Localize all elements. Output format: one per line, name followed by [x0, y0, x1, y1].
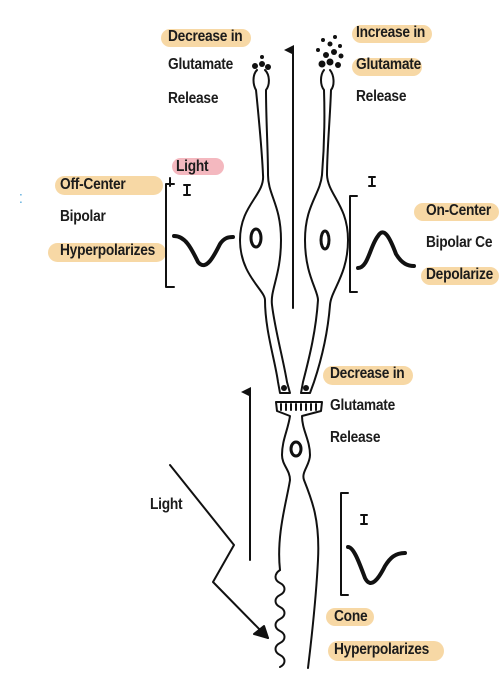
off-center-label-line-1: Off-Center	[60, 172, 125, 198]
middle-right-label-line-1: Decrease in	[330, 361, 404, 387]
top-left-label-line-1: Decrease in	[168, 24, 242, 50]
cone-bracket	[341, 493, 348, 595]
on-center-label-line-3: Depolarize	[426, 262, 493, 288]
off-center-nucleus	[251, 229, 261, 247]
middle-right-label-line-2: Glutamate	[330, 393, 395, 419]
light-ray	[170, 465, 268, 638]
on-center-response-trace	[358, 232, 414, 268]
on-center-bracket	[350, 196, 357, 292]
off-center-bipolar-cell	[240, 70, 290, 393]
off-center-label-line-3: Hyperpolarizes	[60, 238, 155, 264]
on-center-label-line-1: On-Center	[426, 198, 491, 224]
middle-right-label-line-3: Release	[330, 425, 380, 451]
cone-label-line-1: Cone	[334, 604, 367, 630]
cone-response-trace	[348, 547, 405, 583]
top-left-label-line-3: Release	[168, 86, 218, 112]
top-right-label-line-3: Release	[356, 84, 406, 110]
light-bottom-label: Light	[150, 492, 182, 518]
cone-outer-segment	[276, 570, 285, 667]
on-center-nucleus	[321, 231, 329, 249]
stray-mark: ⁚	[19, 192, 23, 206]
top-right-label-line-1: Increase in	[356, 20, 425, 46]
on-center-label-line-2: Bipolar Ce	[426, 230, 492, 256]
cone-nucleus	[291, 442, 301, 456]
top-left-label-line-2: Glutamate	[168, 52, 233, 78]
off-center-response-trace	[174, 236, 233, 265]
light-top-label: Light	[176, 154, 208, 180]
cone-label-line-2: Hyperpolarizes	[334, 637, 429, 663]
off-center-label-line-2: Bipolar	[60, 204, 106, 230]
top-right-label-line-2: Glutamate	[356, 52, 421, 78]
